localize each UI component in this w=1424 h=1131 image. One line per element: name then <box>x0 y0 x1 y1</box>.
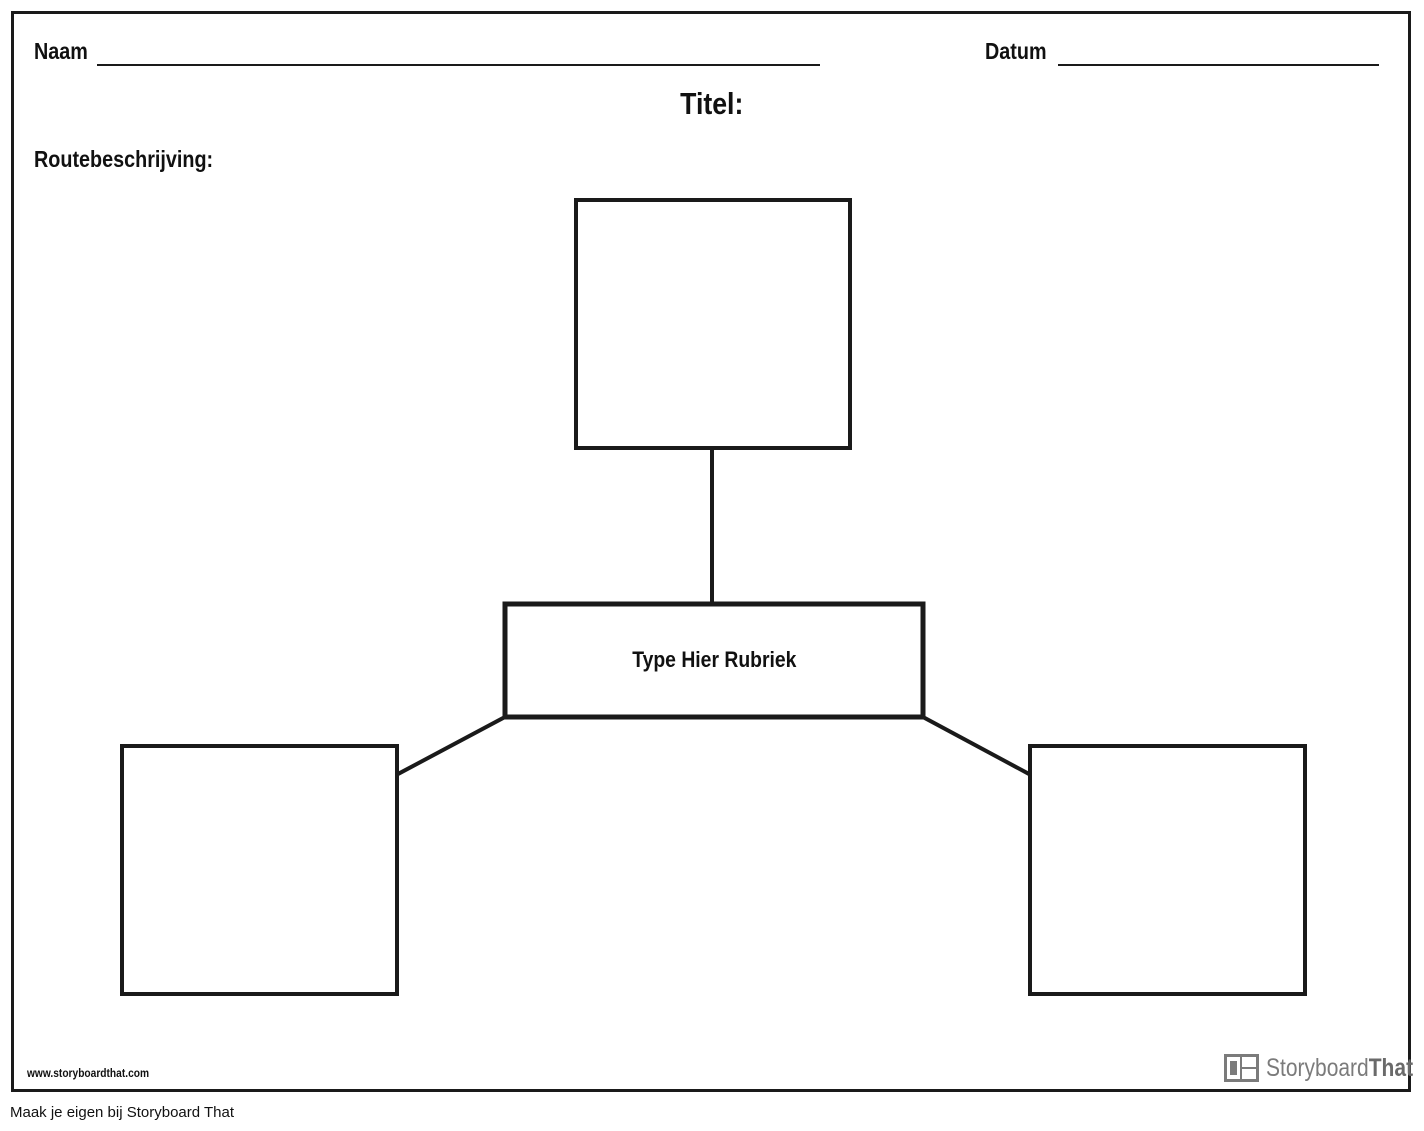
logo-text-regular: Storyboard <box>1266 1053 1369 1082</box>
date-label: Datum <box>985 38 1047 64</box>
title-text: Titel: <box>680 86 744 121</box>
logo-text-bold: That <box>1368 1053 1414 1082</box>
date-line <box>1058 64 1379 66</box>
left-box <box>120 744 399 996</box>
storyboard-icon <box>1224 1054 1259 1082</box>
storyboardthat-logo: StoryboardThat <box>1223 1052 1424 1084</box>
footer-url: www.storyboardthat.com <box>27 1066 150 1080</box>
logo-text: StoryboardThat <box>1266 1054 1413 1083</box>
worksheet-frame <box>11 11 1411 1092</box>
center-box-text: Type Hier Rubriek <box>631 647 797 672</box>
bottom-caption: Maak je eigen bij Storyboard That <box>10 1104 235 1121</box>
center-box <box>502 601 926 720</box>
directions-label: Routebeschrijving: <box>34 146 214 172</box>
connector-left <box>395 714 508 777</box>
name-label: Naam <box>34 38 88 64</box>
center-box-label: Type Hier Rubriek <box>505 603 923 717</box>
top-box <box>574 198 852 450</box>
title-label: Titel: <box>0 86 1424 122</box>
connector-right <box>920 714 1032 777</box>
right-box <box>1028 744 1307 996</box>
name-line <box>97 64 820 66</box>
